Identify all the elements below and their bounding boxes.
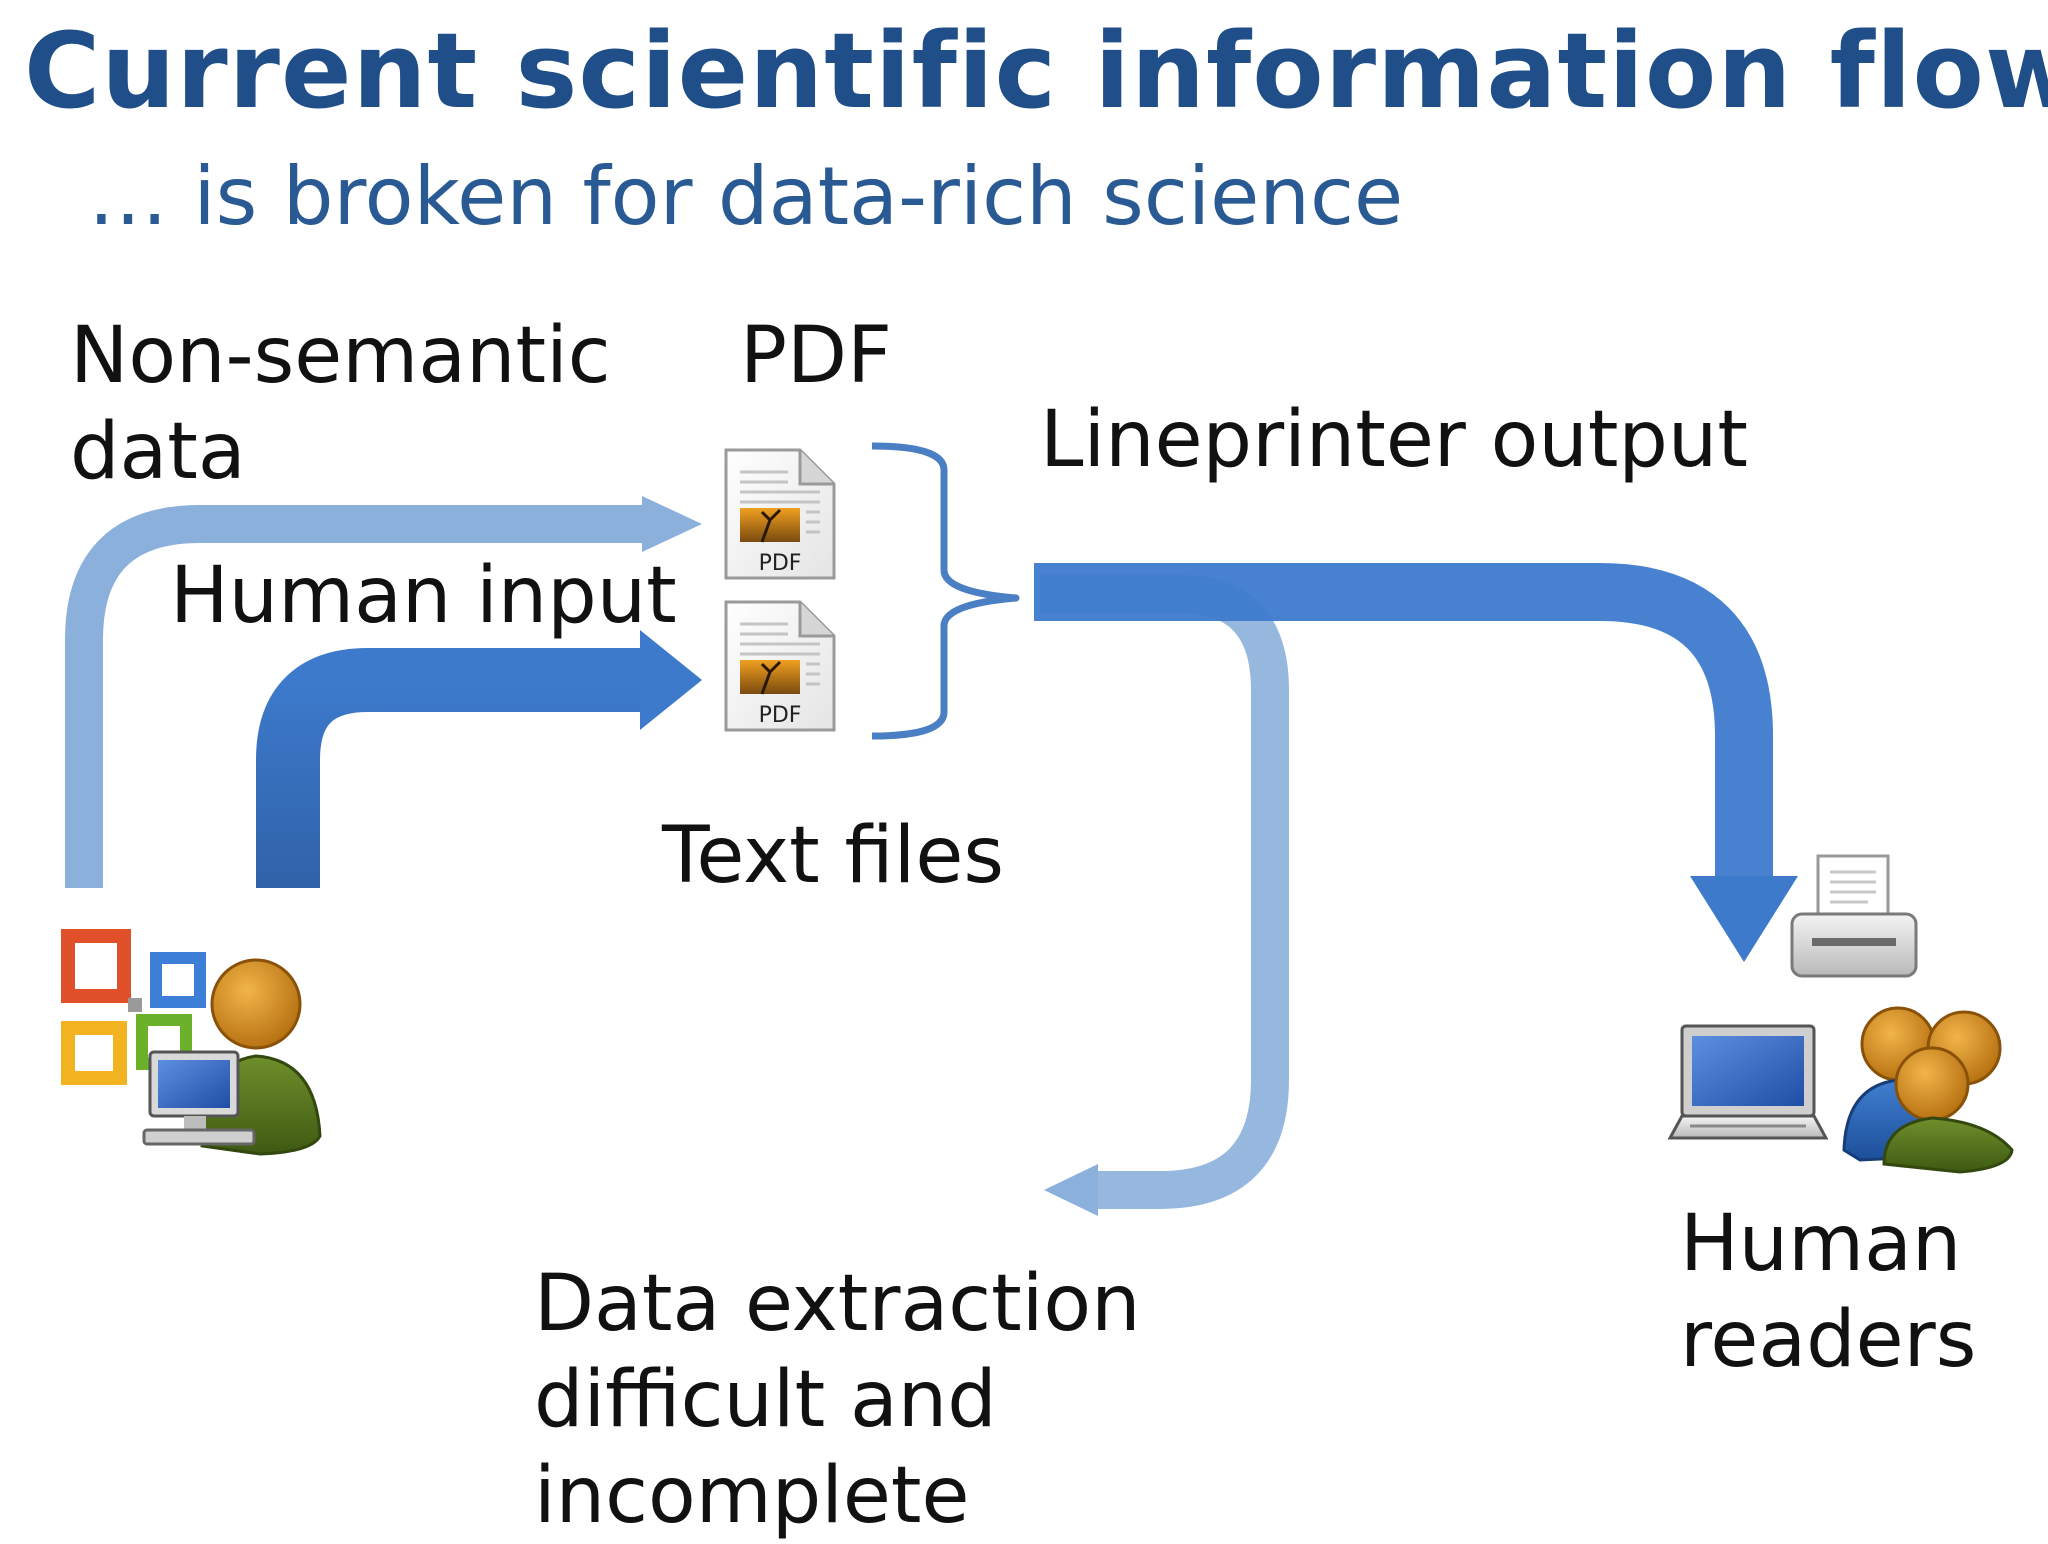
non-semantic-data-arrowhead <box>642 496 702 552</box>
pdf-document-icon: PDF <box>724 448 836 580</box>
human-readers-label: Human readers <box>1680 1199 1977 1385</box>
non-semantic-data-arrow <box>65 505 645 888</box>
data-extraction-arrow <box>1040 575 1289 1209</box>
non-semantic-data-label: Non-semantic data <box>70 311 611 497</box>
data-extraction-arrowhead <box>1044 1164 1098 1216</box>
lineprinter-output-label: Lineprinter output <box>1040 395 1748 485</box>
pdf-group-bracket <box>871 442 1020 740</box>
user-at-computer-icon <box>142 958 322 1156</box>
human-input-arrowhead <box>640 630 702 730</box>
slide-title: Current scientific information flow <box>24 10 2048 132</box>
text-files-label: Text files <box>662 811 1004 901</box>
human-input-label: Human input <box>170 551 677 641</box>
lineprinter-output-arrow <box>1034 563 1773 880</box>
svg-text:PDF: PDF <box>759 551 802 576</box>
pdf-label: PDF <box>740 311 892 401</box>
people-group-icon <box>1842 1006 2014 1174</box>
office-logo-icon <box>61 929 206 1085</box>
pdf-document-icon: PDF <box>724 600 836 732</box>
laptop-icon <box>1667 1024 1829 1140</box>
printer-icon <box>1790 854 1918 978</box>
slide-subtitle: … is broken for data-rich science <box>88 150 1404 243</box>
lineprinter-output-arrowhead <box>1690 876 1798 962</box>
data-extraction-label: Data extraction difficult and incomplete <box>534 1259 1141 1541</box>
human-input-arrow <box>256 648 645 888</box>
svg-text:PDF: PDF <box>759 703 802 728</box>
